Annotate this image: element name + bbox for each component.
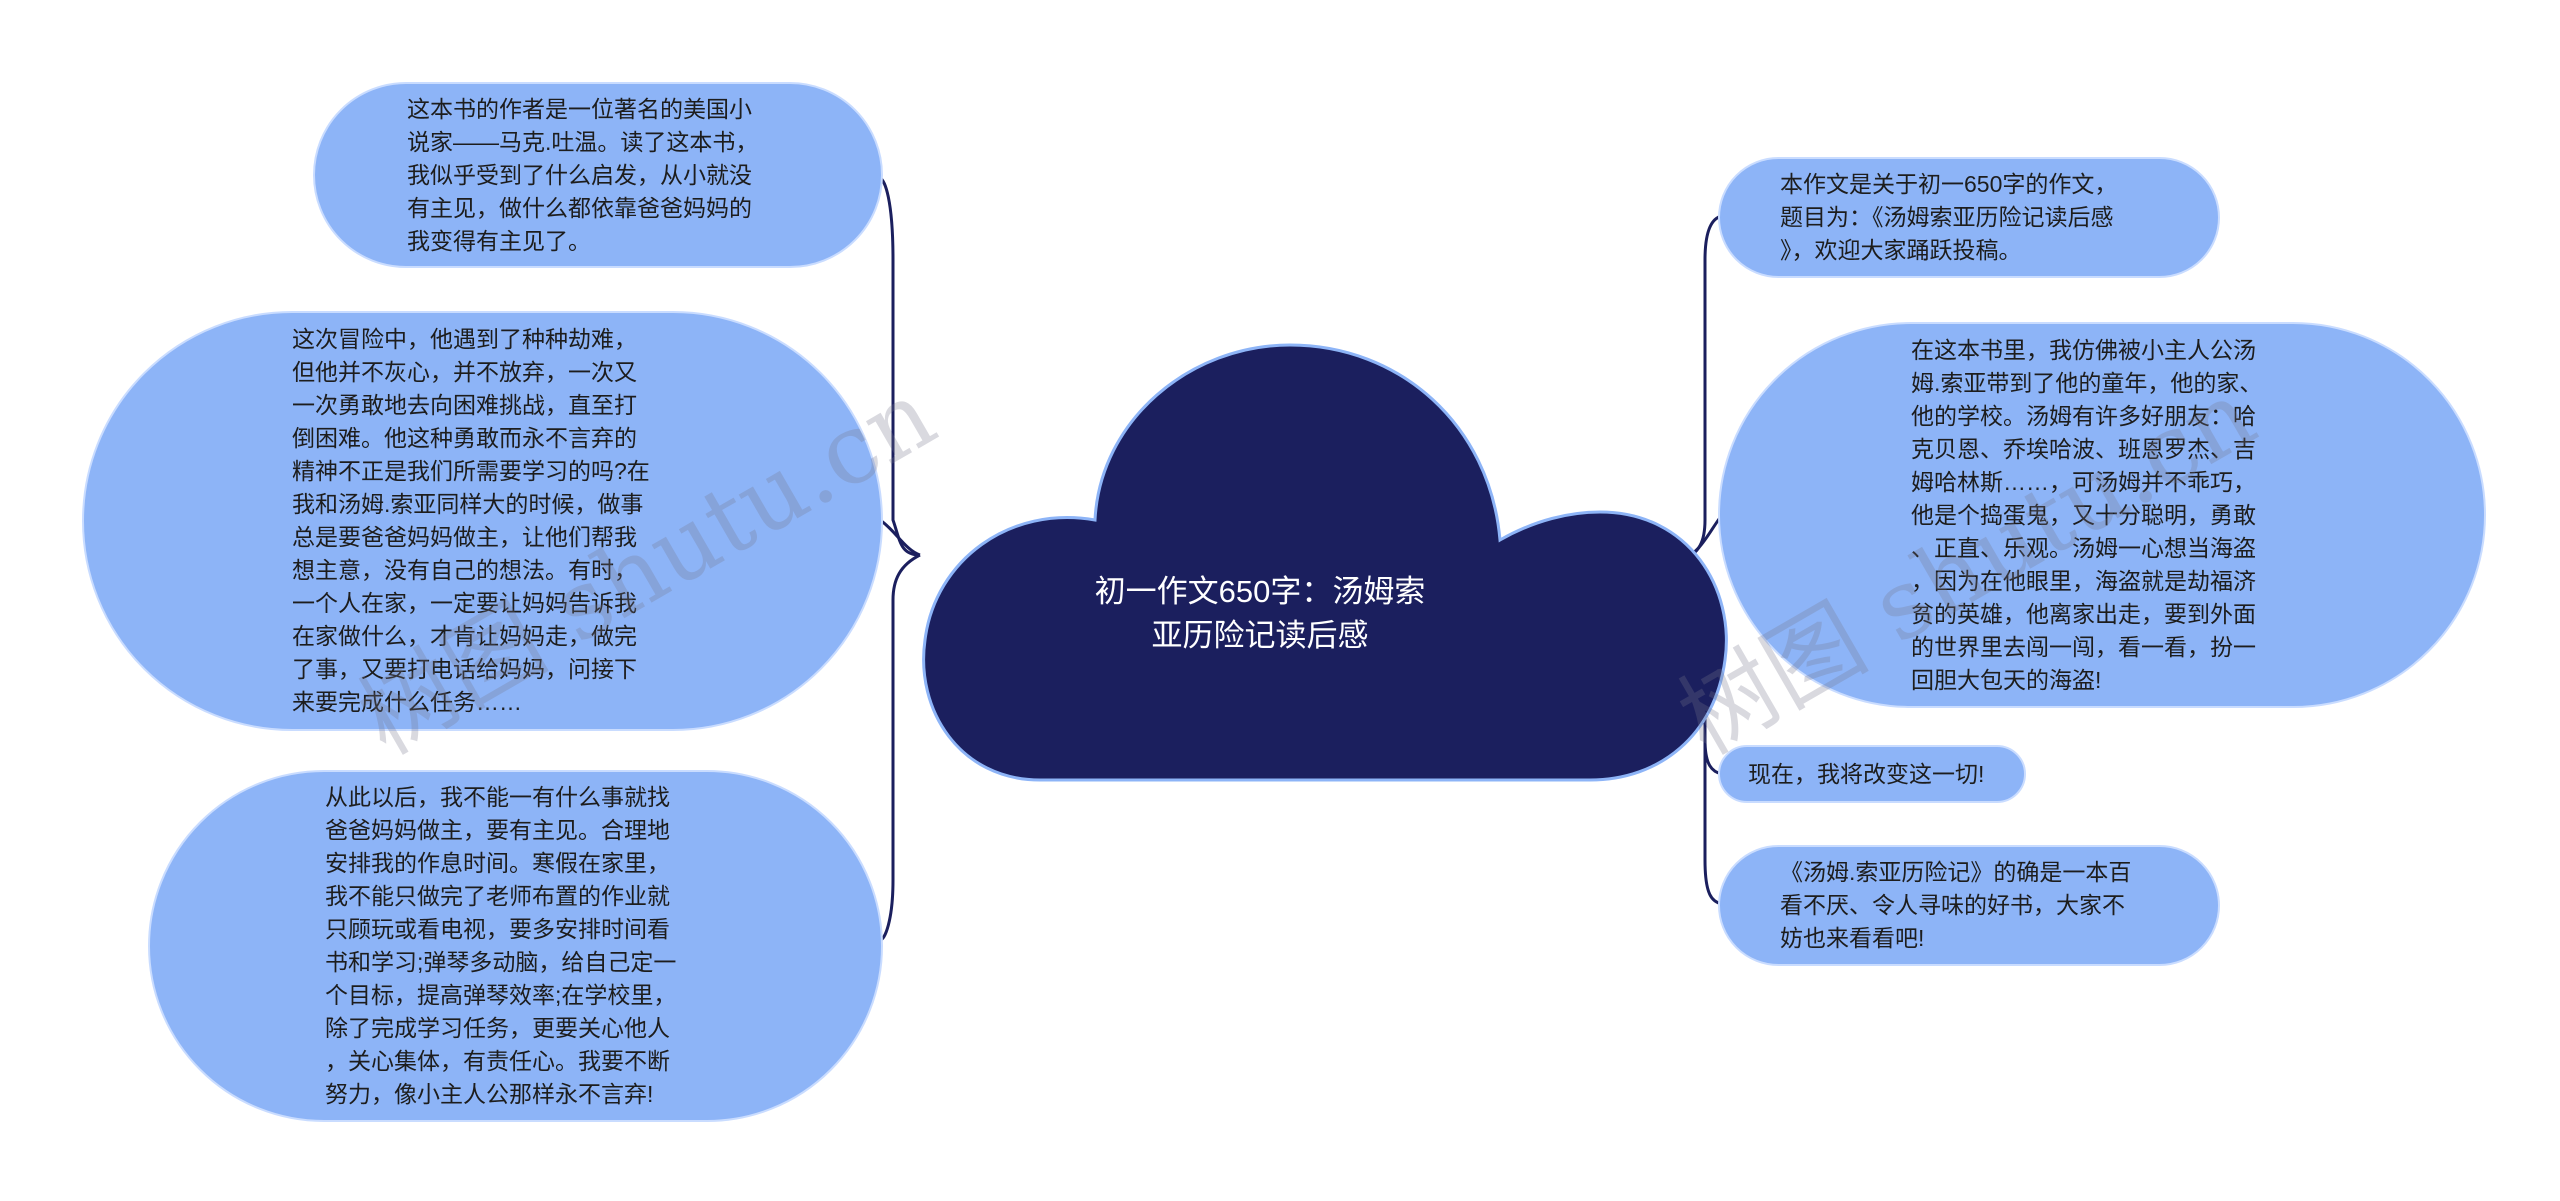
center-title: 初一作文650字：汤姆索 亚历险记读后感 xyxy=(1094,574,1426,653)
right-node-3[interactable]: 现在，我将改变这一切! xyxy=(1718,745,2026,803)
right-node-1[interactable]: 本作文是关于初一650字的作文， 题目为：《汤姆索亚历险记读后感 》，欢迎大家踊… xyxy=(1718,157,2220,278)
link-left-node-3 xyxy=(879,553,921,942)
right-node-2-text: 在这本书里，我仿佛被小主人公汤 姆.索亚带到了他的童年，他的家、 他的学校。汤姆… xyxy=(1911,336,2263,693)
right-node-1-text: 本作文是关于初一650字的作文， 题目为：《汤姆索亚历险记读后感 》，欢迎大家踊… xyxy=(1780,171,2118,263)
link-left-node-1 xyxy=(879,176,921,557)
left-node-2[interactable]: 这次冒险中，他遇到了种种劫难， 但他并不灰心，并不放弃，一次又 一次勇敢地去向困… xyxy=(82,311,883,731)
link-left-node-2 xyxy=(879,518,921,557)
left-node-1[interactable]: 这本书的作者是一位著名的美国小 说家——马克.吐温。读了这本书， 我似乎受到了什… xyxy=(313,82,883,268)
center-cloud xyxy=(922,343,1728,782)
left-node-3-text: 从此以后，我不能一有什么事就找 爸爸妈妈做主，要有主见。合理地 安排我的作息时间… xyxy=(325,784,677,1107)
left-node-1-text: 这本书的作者是一位著名的美国小 说家——马克.吐温。读了这本书， 我似乎受到了什… xyxy=(407,95,759,254)
right-node-4[interactable]: 《汤姆.索亚历险记》的确是一本百 看不厌、令人寻味的好书，大家不 妨也来看看吧! xyxy=(1718,845,2220,966)
link-right-node-1 xyxy=(1679,214,1723,562)
right-node-3-text: 现在，我将改变这一切! xyxy=(1748,760,1985,787)
left-node-2-text: 这次冒险中，他遇到了种种劫难， 但他并不灰心，并不放弃，一次又 一次勇敢地去向困… xyxy=(292,326,650,715)
left-node-3[interactable]: 从此以后，我不能一有什么事就找 爸爸妈妈做主，要有主见。合理地 安排我的作息时间… xyxy=(148,770,883,1122)
right-node-2[interactable]: 在这本书里，我仿佛被小主人公汤 姆.索亚带到了他的童年，他的家、 他的学校。汤姆… xyxy=(1718,322,2486,708)
right-node-4-text: 《汤姆.索亚历险记》的确是一本百 看不厌、令人寻味的好书，大家不 妨也来看看吧! xyxy=(1780,859,2132,951)
